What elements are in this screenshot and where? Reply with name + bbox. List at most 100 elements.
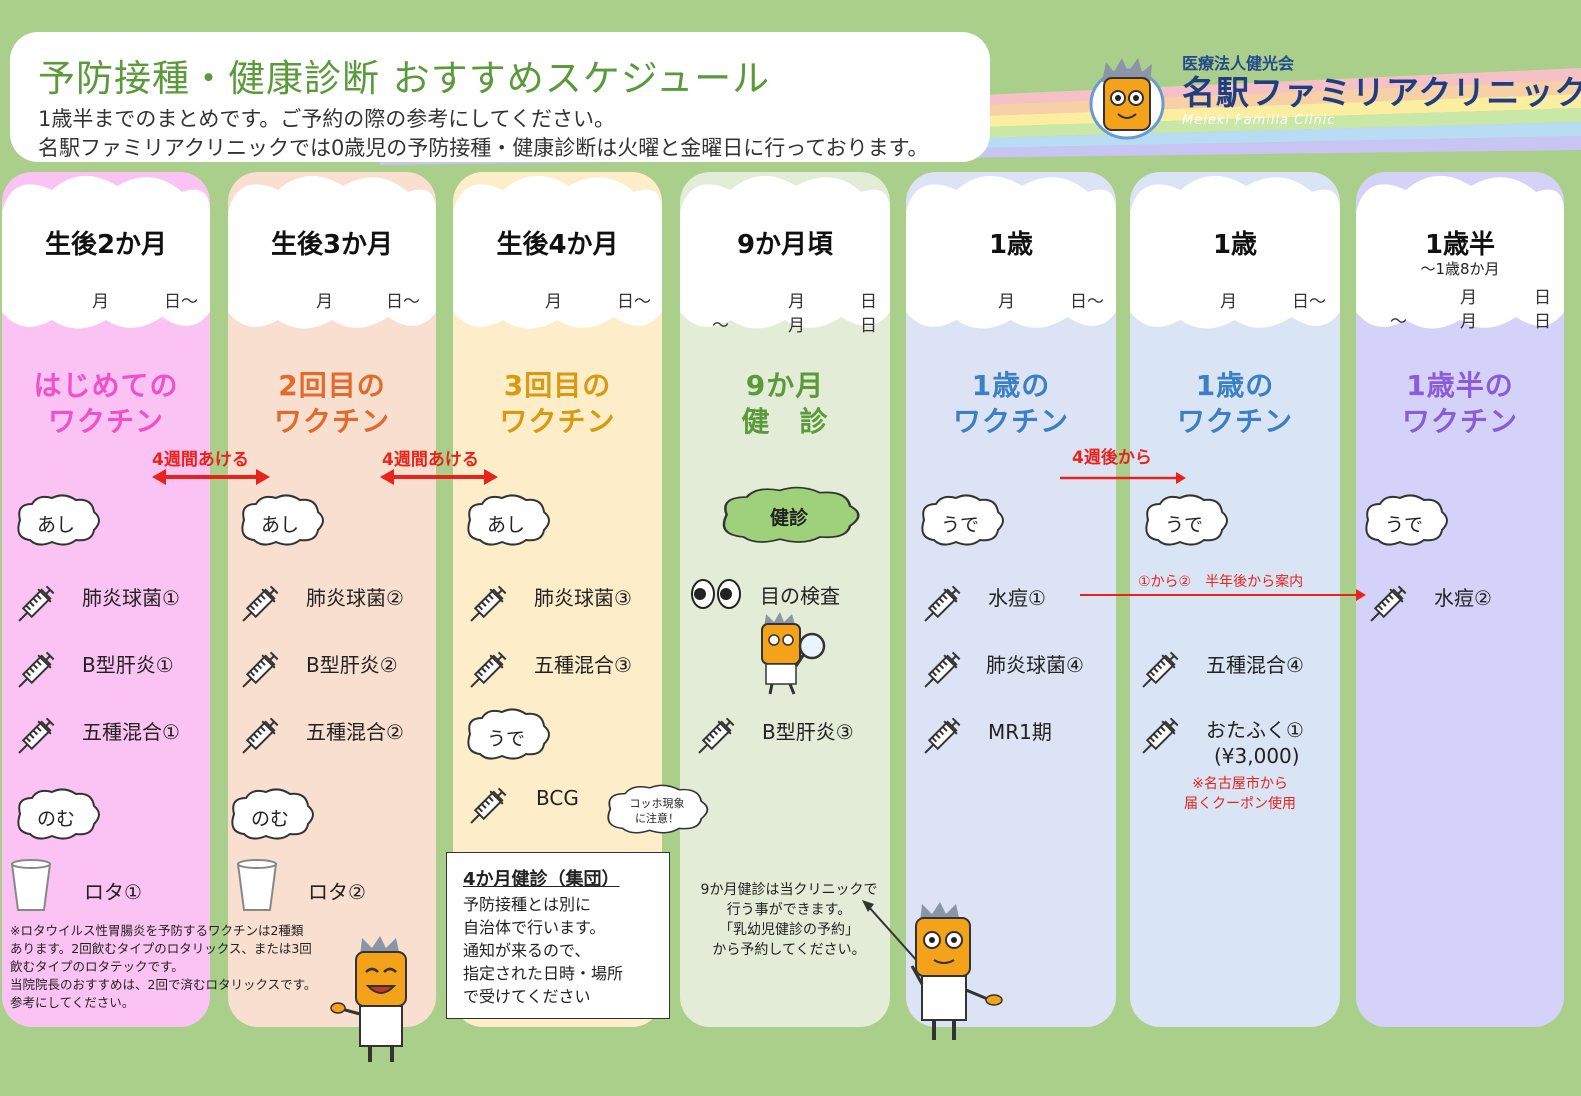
cloud-header [228, 175, 436, 329]
eyes-icon [691, 579, 741, 609]
oral-label: のむ [250, 808, 289, 830]
vaccine-item: B型肝炎③ [762, 720, 854, 744]
syringe-icon [463, 582, 510, 629]
vaccine-item: 肺炎球菌④ [986, 653, 1084, 677]
column-age: 生後4か月 [496, 230, 619, 260]
vaccine-title-line2: ワクチン [1401, 405, 1518, 438]
vaccine-item: BCG [536, 786, 579, 810]
date-month: 月 [788, 292, 805, 312]
vaccine-item: 水痘① [988, 586, 1046, 610]
cup-icon [236, 859, 278, 911]
rota-note: ※ロタウイルス性胃腸炎を予防するワクチンは2種類 あります。2回飲むタイプのロタ… [10, 922, 370, 1012]
oral-label: のむ [36, 808, 75, 830]
interval-label-4: ①から② 半年後から案内 [1138, 574, 1304, 590]
long-right-arrow-icon [1080, 589, 1366, 601]
box4-line: で受けてください [463, 987, 591, 1006]
page-subtitle-1: 1歳半までのまとめです。ご予約の際の参考にしてください。 [38, 107, 615, 131]
vaccine-title-line2: 健 診 [741, 405, 829, 438]
vaccine-item: MR1期 [988, 720, 1052, 744]
leg-label: あし [486, 514, 525, 536]
column-9-months: 9か月頃 月 日 〜 月 日 9か月 健 診 [680, 172, 890, 1027]
checkup-label: 健診 [769, 507, 808, 529]
cloud-header [2, 175, 210, 329]
box4-line: 予防接種とは別に [463, 895, 592, 914]
arm-label: うで [486, 728, 525, 750]
cloud-header [680, 175, 890, 329]
clinic-mascot-logo-icon [1089, 58, 1165, 140]
logo-clinic-name: 名駅ファミリアクリニック [1182, 73, 1581, 112]
date-day: 日 [1534, 288, 1551, 308]
nine-month-note: 9か月健診は当クリニックで 行う事ができます。 「乳幼児健診の予約」 から予約し… [684, 880, 894, 960]
vaccine-item: 肺炎球菌② [306, 586, 404, 610]
cloud-header [906, 175, 1116, 329]
vaccine-item: 五種混合② [306, 720, 404, 744]
syringe-icon [917, 582, 964, 629]
vaccine-title: 2回目の ワクチン [228, 368, 436, 440]
vaccine-title: 1歳半の ワクチン [1356, 368, 1564, 440]
date-day-from: 日〜 [386, 292, 420, 312]
column-1-5-years: 1歳半 〜1歳8か月 月 日 〜 月 日 1歳半の ワクチン [1356, 172, 1564, 1027]
vaccine-title: はじめての ワクチン [2, 368, 210, 440]
syringe-icon [11, 582, 58, 629]
syringe-icon [1135, 714, 1182, 761]
double-arrow-icon [380, 469, 498, 485]
page-subtitle-2: 名駅ファミリアクリニックでは0歳児の予防接種・健康診断は火曜と金曜日に行っており… [38, 136, 929, 160]
header-card [10, 32, 990, 162]
vaccine-title: 3回目の ワクチン [453, 368, 662, 440]
four-month-checkup-body: 予防接種とは別に 自治体で行います。 通知が来るので、 指定された日時・場所 で… [463, 893, 623, 1008]
vaccine-title-line2: ワクチン [1176, 405, 1293, 438]
cloud-header [1130, 175, 1340, 329]
vaccine-item: 五種混合① [82, 720, 180, 744]
vaccine-title-line2: ワクチン [47, 405, 164, 438]
date-month: 月 [1460, 312, 1477, 332]
column-age: 9か月頃 [736, 230, 834, 260]
date-tilde: 〜 [712, 316, 729, 336]
vaccine-item: B型肝炎① [82, 653, 174, 677]
date-month: 月 [92, 292, 109, 312]
nine-month-note-line: 行う事ができます。 [726, 902, 852, 918]
syringe-icon [11, 648, 58, 695]
cloud-header [453, 175, 662, 329]
date-day: 日 [860, 316, 877, 336]
coupon-note-line2: 届くクーポン使用 [1184, 796, 1296, 812]
date-day-from: 日〜 [1292, 292, 1326, 312]
vaccine-item: 五種混合④ [1206, 653, 1304, 677]
nine-month-note-line: から予約してください。 [712, 942, 866, 958]
mascot-magnifier-icon [761, 612, 826, 695]
date-day: 日 [1534, 312, 1551, 332]
mascot-pointer-icon [862, 900, 1003, 1040]
date-day: 日 [860, 292, 877, 312]
column-age-sub: 〜1歳8か月 [1420, 260, 1500, 278]
interval-label-1: 4週間あける [152, 450, 249, 470]
leg-label: あし [260, 514, 299, 536]
vaccine-item: おたふく① [1206, 718, 1304, 742]
koch-note-line1: コッホ現象 [629, 797, 685, 810]
double-arrow-icon [152, 469, 270, 485]
vaccine-title-line2: ワクチン [499, 405, 616, 438]
right-arrow-icon [1060, 472, 1186, 484]
coupon-note-line1: ※名古屋市から [1192, 776, 1288, 792]
box4-line: 指定された日時・場所 [463, 964, 624, 983]
cloud-header [1356, 175, 1564, 329]
date-month: 月 [1220, 292, 1237, 312]
syringe-icon [917, 714, 964, 761]
date-day-from: 日〜 [164, 292, 198, 312]
rota-note-line: 当院院長のおすすめは、2回で済むロタリックスです。 [10, 977, 317, 992]
vaccine-title-line1: 1歳の [971, 369, 1051, 402]
column-1-year-b: 1歳 月 日〜 1歳の ワクチン [1130, 172, 1340, 1027]
column-age: 1歳 [1212, 230, 1258, 260]
rota-note-line: 参考にしてください。 [10, 995, 135, 1010]
vaccine-title: 9か月 健 診 [680, 368, 890, 440]
column-age: 生後2か月 [44, 230, 168, 260]
arm-label: うで [940, 514, 979, 536]
syringe-icon [1135, 648, 1182, 695]
checkup-item: 目の検査 [760, 584, 840, 608]
vaccine-item: 肺炎球菌③ [534, 586, 632, 610]
arm-label: うで [1164, 514, 1203, 536]
vaccine-title: 1歳の ワクチン [906, 368, 1116, 440]
rota-note-line: 飲むタイプのロタテックです。 [10, 959, 184, 974]
column-age: 1歳 [988, 230, 1034, 260]
vaccine-item: ロタ① [84, 880, 142, 904]
date-month: 月 [998, 292, 1015, 312]
date-month: 月 [1460, 288, 1477, 308]
